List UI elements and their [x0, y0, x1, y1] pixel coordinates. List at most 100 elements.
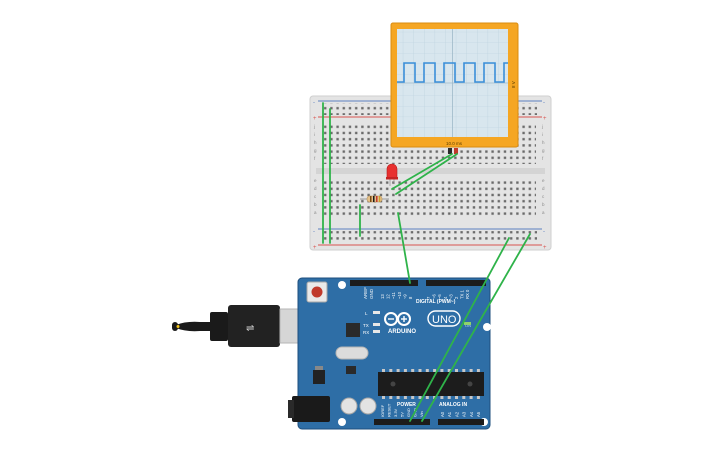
- square-wave-trace: [397, 62, 508, 83]
- led-l-label: L: [365, 311, 368, 316]
- power-pin-label: IOREF: [380, 404, 385, 417]
- chip-pin: [440, 396, 444, 399]
- rail-plus-symbol-bottom: +: [313, 245, 317, 251]
- digital-header-left: [350, 280, 418, 286]
- chip-pin: [476, 396, 480, 399]
- chip-pin: [440, 369, 444, 372]
- digital-pin-label: ~6: [432, 294, 437, 299]
- rail-minus-symbol-bottom: -: [313, 229, 315, 235]
- chip-pin: [462, 369, 466, 372]
- led-rim: [386, 177, 398, 180]
- red-led[interactable]: [386, 163, 398, 186]
- led-tx: [373, 323, 380, 326]
- led-rx-label: RX: [363, 330, 369, 335]
- rail-minus-symbol-bottom-right: -: [543, 229, 545, 235]
- row-letter: d: [542, 186, 545, 191]
- chip-pin: [469, 396, 473, 399]
- digital-pin-label: 2: [454, 296, 459, 299]
- wire-5v-to-rail[interactable]: [421, 233, 531, 422]
- small-chip: [346, 366, 356, 374]
- wire-scope-probe-1[interactable]: [391, 153, 453, 190]
- power-header: [374, 419, 430, 425]
- power-pin-label: 3.3V: [393, 408, 398, 417]
- power-pin-label: RESET: [387, 403, 392, 417]
- wire-pin-to-breadboard[interactable]: [397, 212, 411, 284]
- chip-pin: [476, 369, 480, 372]
- dc-jack-barrel: [288, 400, 294, 418]
- power-pin-label: GND: [406, 408, 411, 417]
- rail-minus-symbol: -: [313, 100, 315, 106]
- row-letter: f: [542, 156, 544, 161]
- chip-pin: [425, 396, 429, 399]
- wire-scope-probe-2[interactable]: [395, 153, 458, 195]
- mount-hole: [483, 323, 491, 331]
- analog-pin-label: A2: [454, 411, 459, 417]
- row-letter: b: [314, 202, 317, 207]
- analog-header: [438, 419, 484, 425]
- digital-pin-label: 13: [380, 294, 385, 299]
- chip-pin: [418, 369, 422, 372]
- digital-pin-label: 4: [443, 296, 448, 299]
- row-letter: g: [314, 148, 317, 153]
- rail-plus-symbol: +: [313, 116, 317, 122]
- usb-plug-strain: [210, 312, 228, 341]
- rail-plus-symbol-right: +: [543, 116, 547, 122]
- voltage-regulator: [313, 370, 325, 384]
- usb-cable: [176, 321, 212, 332]
- chip-pin: [382, 396, 385, 399]
- scope-probe-negative[interactable]: [448, 148, 452, 154]
- power-section-label: POWER: [397, 402, 416, 408]
- chip-pin: [425, 369, 429, 372]
- oscilloscope-time-label: 10.0 ms: [446, 141, 463, 146]
- wire-gnd-to-rail[interactable]: [409, 237, 510, 422]
- bottom-power-rail-holes: [322, 231, 537, 243]
- wires: [322, 102, 531, 422]
- arduino-brand-label: ARDUINO: [388, 329, 416, 335]
- capacitor: [340, 397, 358, 415]
- chip-pin: [382, 369, 385, 372]
- row-letter: g: [542, 148, 545, 153]
- resistor-band-2: [373, 196, 375, 202]
- power-pin-label: Vin: [419, 411, 424, 417]
- power-pin-label: 5V: [400, 412, 405, 417]
- oscilloscope-volt-label: 8 V: [511, 81, 516, 88]
- uno-model-label: UNO: [432, 314, 457, 326]
- chip-pin: [455, 369, 458, 372]
- row-letter: c: [542, 194, 545, 199]
- digital-pin-label: TX 1: [460, 289, 465, 299]
- chip-notch: [390, 381, 396, 387]
- digital-pin-label: ~9: [402, 294, 407, 299]
- row-letter: d: [314, 186, 317, 191]
- row-letter: j: [313, 124, 315, 129]
- oscilloscope[interactable]: 10.0 ms 8 V: [390, 22, 519, 154]
- chip-pin: [462, 396, 466, 399]
- row-letter: f: [314, 156, 316, 161]
- resistor-band-1: [370, 196, 372, 202]
- chip-pin: [396, 396, 400, 399]
- analog-pin-label: A3: [462, 411, 467, 417]
- dc-power-jack[interactable]: [292, 396, 330, 422]
- digital-section-label: DIGITAL (PWM~): [416, 299, 456, 305]
- digital-pin-label: 12: [386, 294, 391, 299]
- digital-pin-label: RX 0: [465, 289, 470, 299]
- chip-pin: [411, 369, 415, 372]
- digital-pin-label: ~5: [437, 294, 442, 299]
- analog-section-label: ANALOG IN: [439, 402, 467, 408]
- chip-pin: [433, 369, 437, 372]
- row-letter: j: [541, 124, 543, 129]
- row-letter: e: [542, 178, 545, 183]
- reset-button-icon: [311, 286, 323, 298]
- mount-hole: [338, 418, 346, 426]
- chip-pin: [403, 396, 407, 399]
- row-letter: a: [314, 210, 317, 215]
- usb-plug[interactable]: [228, 305, 280, 347]
- resistor[interactable]: [360, 195, 389, 203]
- capacitor: [359, 397, 377, 415]
- scope-probe-positive[interactable]: [454, 148, 458, 154]
